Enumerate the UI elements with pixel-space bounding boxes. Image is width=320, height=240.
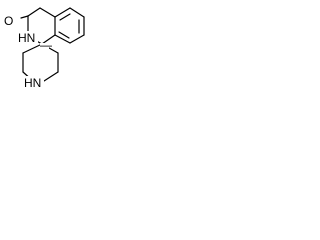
piperidine-nh-label-knockout	[23, 76, 44, 89]
benzene-bond-2	[69, 7, 85, 18]
spiro-aryl-bond	[41, 34, 56, 45]
benzene-bond-1	[54, 7, 71, 18]
carbonyl-double-bond	[20, 15, 29, 19]
benzene-double-bond-3	[58, 31, 70, 39]
carbonyl-carbon-bond	[27, 7, 41, 17]
piperidine-nh-label: HN	[24, 76, 41, 90]
benzene-double-bond-1	[59, 13, 71, 21]
methyl-label-knockout	[40, 43, 49, 50]
chemical-structure: — O HN HN	[3, 7, 85, 90]
ch2-bond	[39, 7, 56, 18]
piperidine-bond-6	[22, 43, 43, 54]
oxygen-label-knockout	[3, 15, 14, 27]
lactam-nh-label: HN	[18, 31, 35, 45]
methyl-fragment-label: —	[40, 38, 52, 52]
piperidine-bond-3	[43, 71, 59, 82]
benzene-ring	[54, 7, 85, 44]
lactam-ring	[20, 7, 56, 45]
lactam-nh-label-knockout	[17, 31, 38, 44]
benzene-bond-4	[69, 34, 85, 44]
benzene-bond-5	[54, 34, 71, 44]
oxygen-label: O	[4, 14, 13, 28]
